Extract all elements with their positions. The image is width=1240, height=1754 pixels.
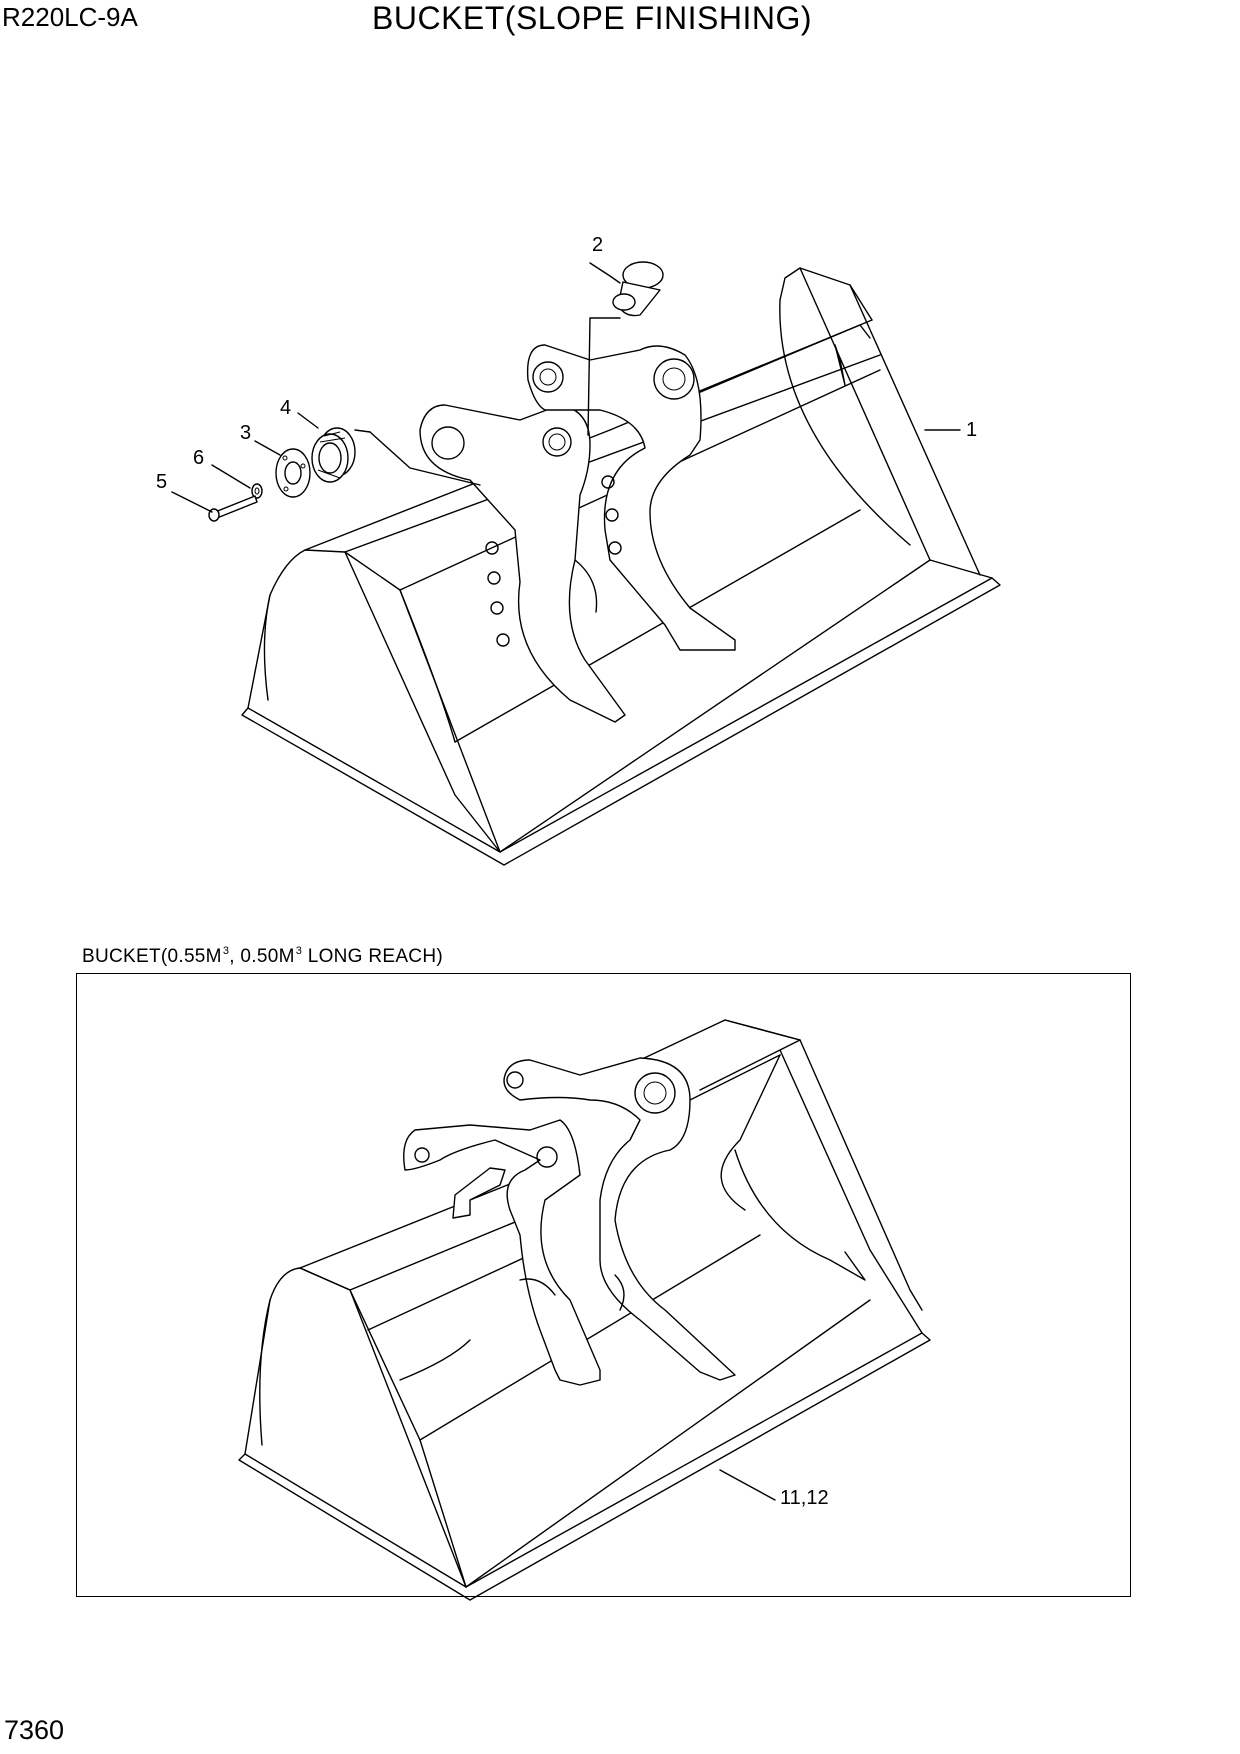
caption-text-1: BUCKET(0.55M — [82, 946, 222, 967]
caption-text-3: LONG REACH) — [302, 946, 443, 967]
washer-part-3 — [275, 448, 311, 498]
page-title: BUCKET(SLOPE FINISHING) — [372, 0, 812, 36]
bucket-exploded-drawing — [171, 261, 1001, 866]
callout-11-12: 11,12 — [780, 1487, 829, 1509]
left-lug-bracket — [419, 404, 626, 723]
caption-text-2: , 0.50M — [229, 946, 295, 967]
bushing-part-2 — [612, 261, 664, 317]
caption-superscript-2: 3 — [295, 945, 303, 957]
callout-3: 3 — [240, 422, 252, 444]
plug-part-4 — [311, 427, 356, 483]
callout-5: 5 — [156, 471, 168, 493]
callout-1: 1 — [966, 419, 978, 441]
callout-6: 6 — [193, 447, 205, 469]
callout-2: 2 — [592, 234, 604, 256]
page-number: 7360 — [4, 1715, 65, 1745]
lockwasher-part-6 — [251, 483, 263, 499]
bucket-body — [241, 267, 1001, 866]
variant-caption: BUCKET(0.55M3, 0.50M3 LONG REACH) — [82, 945, 443, 967]
caption-superscript-1: 3 — [222, 945, 230, 957]
variant-frame — [76, 973, 1131, 1597]
callout-4: 4 — [280, 397, 292, 419]
right-lug-bracket — [526, 344, 736, 651]
model-code: R220LC-9A — [2, 2, 138, 32]
bolt-part-5 — [208, 495, 258, 522]
